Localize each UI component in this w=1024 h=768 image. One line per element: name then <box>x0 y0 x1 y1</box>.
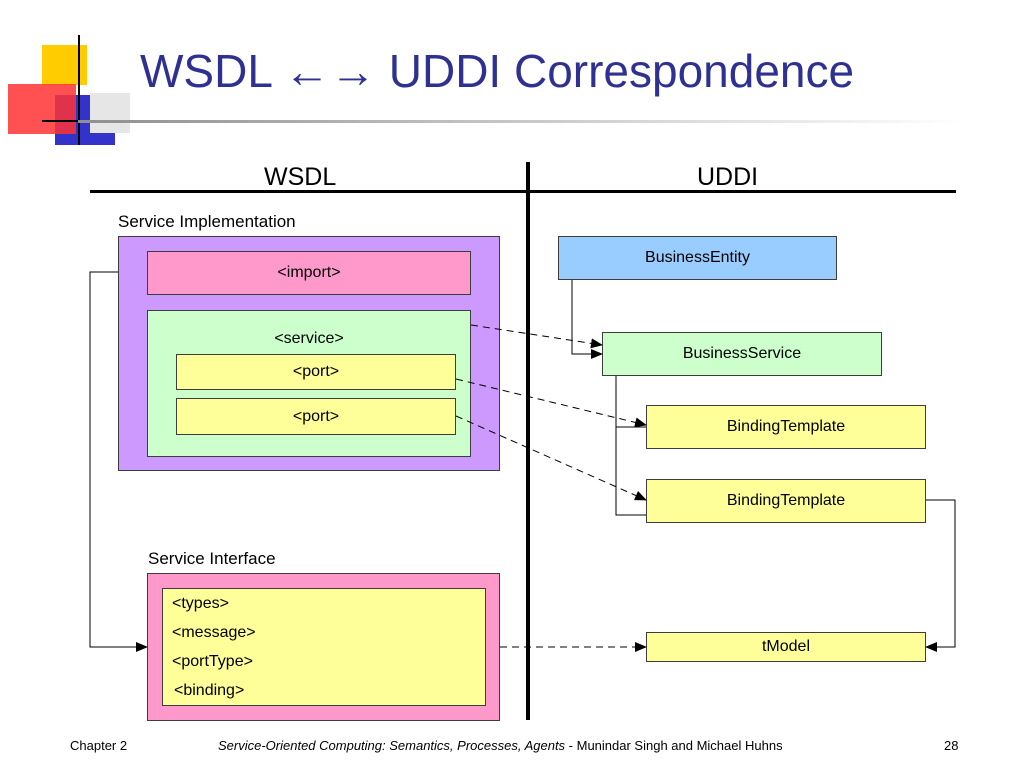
message-item: <message> <box>172 624 256 641</box>
business-entity-box: BusinessEntity <box>558 236 837 280</box>
wsdl-column-heading: WSDL <box>264 163 337 191</box>
types-item: <types> <box>172 595 229 612</box>
header-rule <box>90 190 956 193</box>
porttype-item: <portType> <box>172 653 253 670</box>
binding-item: <binding> <box>174 682 245 699</box>
uddi-column-heading: UDDI <box>697 163 759 191</box>
binding-template-box-2: BindingTemplate <box>646 479 926 523</box>
footer-authors: - Munindar Singh and Michael Huhns <box>565 738 783 753</box>
business-service-box: BusinessService <box>602 332 882 376</box>
tmodel-box: tModel <box>646 632 926 662</box>
import-box: <import> <box>147 251 471 295</box>
service-interface-inner <box>162 588 486 706</box>
binding-template-box-1: BindingTemplate <box>646 405 926 449</box>
service-interface-label: Service Interface <box>148 549 276 568</box>
footer-book-title: Service-Oriented Computing: Semantics, P… <box>218 738 566 753</box>
service-implementation-label: Service Implementation <box>118 212 296 231</box>
footer-citation: Service-Oriented Computing: Semantics, P… <box>218 738 783 753</box>
port-box-2: <port> <box>176 398 456 435</box>
title-underline <box>78 120 968 123</box>
footer-page-number: 28 <box>944 738 959 753</box>
port-box-1: <port> <box>176 354 456 390</box>
column-divider <box>526 162 530 720</box>
service-label: <service> <box>274 330 344 347</box>
footer-chapter: Chapter 2 <box>70 738 128 753</box>
slide-title: WSDL ←→ UDDI Correspondence <box>140 45 855 97</box>
